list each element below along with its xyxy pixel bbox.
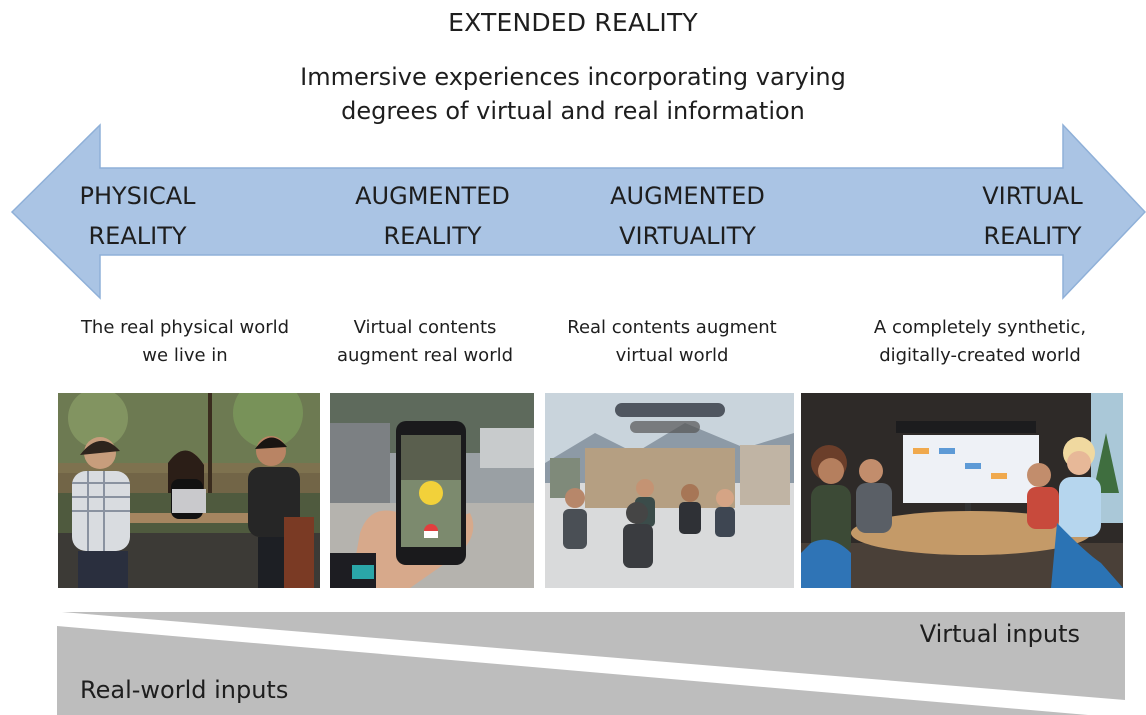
desc-av-line1: Real contents augment [567, 317, 777, 338]
stage-av-line2: VIRTUALITY [619, 222, 756, 250]
desc-ar-line2: augment real world [336, 345, 514, 366]
desc-vr-line1: A completely synthetic, [873, 317, 1087, 338]
stage-ar-line1: AUGMENTED [355, 182, 510, 210]
desc-ar-line1: Virtual contents [353, 317, 497, 338]
desc-physical-line2: we live in [142, 345, 228, 366]
stage-av-line1: AUGMENTED [610, 182, 765, 210]
subtitle-line-2: degrees of virtual and real information [341, 97, 805, 125]
stage-physical-line1: PHYSICAL [79, 182, 196, 210]
diagram-title: EXTENDED REALITY [448, 8, 698, 37]
stage-physical-line2: REALITY [88, 222, 187, 250]
physical-reality-photo [58, 393, 320, 588]
diagram-subtitle: Immersive experiences incorporating vary… [0, 60, 1146, 128]
desc-augmented-reality: Virtual contents augment real world [325, 314, 525, 370]
virtual-reality-photo [801, 393, 1123, 588]
desc-av-line2: virtual world [615, 345, 729, 366]
stage-ar-line2: REALITY [383, 222, 482, 250]
stage-physical-reality: PHYSICAL REALITY [55, 176, 220, 256]
desc-physical-line1: The real physical world [80, 317, 290, 338]
virtual-inputs-label: Virtual inputs [919, 620, 1080, 648]
desc-virtual-reality: A completely synthetic, digitally-create… [850, 314, 1110, 370]
subtitle-line-1: Immersive experiences incorporating vary… [300, 63, 846, 91]
virtual-inputs-wedge [62, 612, 1125, 700]
augmented-virtuality-photo [545, 393, 794, 588]
stage-virtual-reality: VIRTUAL REALITY [950, 176, 1115, 256]
real-world-inputs-label: Real-world inputs [80, 676, 289, 704]
stage-augmented-reality: AUGMENTED REALITY [335, 176, 530, 256]
augmented-reality-photo [330, 393, 534, 588]
stage-vr-line1: VIRTUAL [982, 182, 1083, 210]
stage-vr-line2: REALITY [983, 222, 1082, 250]
real-world-inputs-wedge [57, 626, 1088, 715]
desc-vr-line2: digitally-created world [879, 345, 1081, 366]
desc-augmented-virtuality: Real contents augment virtual world [548, 314, 796, 370]
desc-physical-reality: The real physical world we live in [55, 314, 315, 370]
stage-augmented-virtuality: AUGMENTED VIRTUALITY [590, 176, 785, 256]
